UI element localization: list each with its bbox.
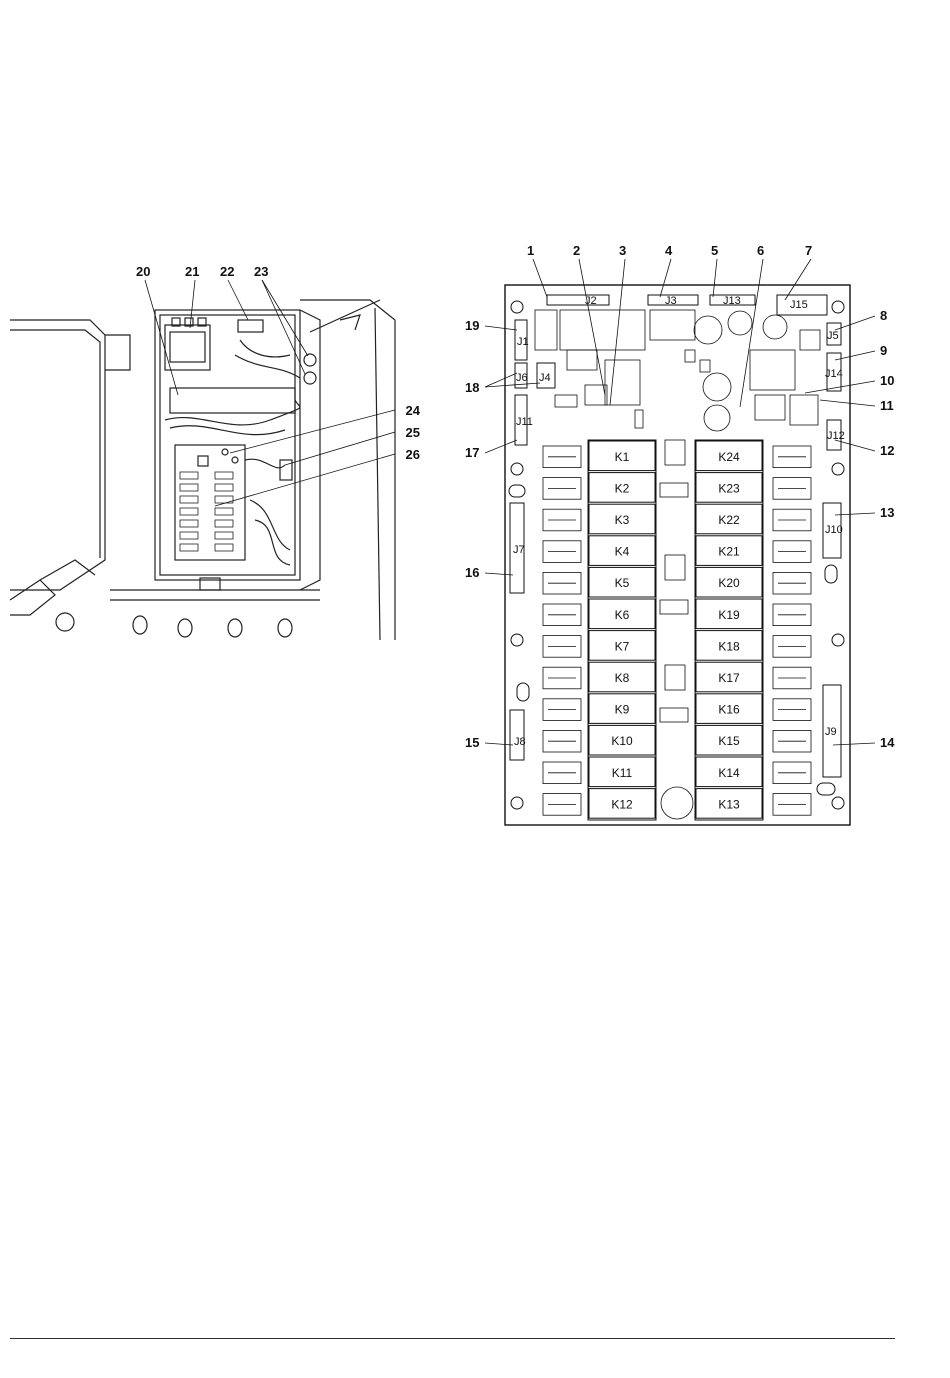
relay-label: K4 [615, 545, 630, 559]
label-j9: J9 [825, 726, 837, 738]
relay-label: K23 [718, 481, 740, 495]
relay-label: K19 [718, 608, 740, 622]
callout-14: 14 [880, 735, 895, 750]
callout-25: 25 [406, 425, 420, 440]
label-j14: J14 [825, 368, 843, 380]
cabinet-illustration: 20 21 22 23 24 25 26 [0, 260, 420, 650]
label-j3: J3 [665, 295, 677, 307]
relay-label: K17 [718, 671, 740, 685]
callout-15: 15 [465, 735, 479, 750]
callout-21: 21 [185, 264, 199, 279]
callout-7: 7 [805, 243, 812, 258]
board-leader-lines [485, 259, 875, 745]
relay-label: K14 [718, 766, 740, 780]
callout-26: 26 [406, 447, 420, 462]
relay-label: K24 [718, 450, 740, 464]
relay-label: K5 [615, 576, 630, 590]
callout-24: 24 [406, 403, 420, 418]
relay-label: K7 [615, 639, 630, 653]
connector-j8 [510, 710, 524, 760]
label-j1: J1 [517, 336, 529, 348]
callout-11: 11 [880, 398, 894, 413]
callout-1: 1 [527, 243, 534, 258]
callout-13: 13 [880, 505, 894, 520]
relay-label: K6 [615, 608, 630, 622]
relay-label: K22 [718, 513, 740, 527]
relay-label: K9 [615, 703, 630, 717]
callout-9: 9 [880, 343, 887, 358]
logic-components [535, 310, 820, 431]
relay-label: K8 [615, 671, 630, 685]
relay-sockets [543, 446, 811, 815]
relay-label: K3 [615, 513, 630, 527]
relay-label: K2 [615, 481, 630, 495]
label-j7: J7 [513, 544, 525, 556]
center-components [660, 440, 693, 819]
relay-label: K15 [718, 734, 740, 748]
relay-label: K11 [612, 766, 633, 780]
relay-board-diagram: J2 J3 J13 J15 J1 J6 J4 J11 J5 J14 J12 J1… [455, 235, 925, 835]
relay-label: K18 [718, 639, 740, 653]
connector-j2 [547, 295, 609, 305]
callout-5: 5 [711, 243, 718, 258]
label-j6: J6 [516, 372, 528, 384]
callout-17: 17 [465, 445, 479, 460]
callout-4: 4 [665, 243, 673, 258]
label-j13: J13 [723, 295, 741, 307]
callout-12: 12 [880, 443, 894, 458]
callout-16: 16 [465, 565, 479, 580]
relay-label: K1 [615, 450, 630, 464]
callout-3: 3 [619, 243, 626, 258]
callout-10: 10 [880, 373, 894, 388]
label-j8: J8 [514, 736, 526, 748]
relay-label: K20 [718, 576, 740, 590]
callout-22: 22 [220, 264, 234, 279]
callout-18: 18 [465, 380, 479, 395]
label-j5: J5 [827, 330, 839, 342]
label-j11: J11 [516, 416, 533, 428]
footer-rule [10, 1338, 895, 1339]
callout-23: 23 [254, 264, 268, 279]
relay-label: K21 [718, 545, 740, 559]
relay-label: K16 [718, 703, 740, 717]
relay-label: K12 [611, 797, 633, 811]
relay-label: K13 [718, 797, 740, 811]
relay-label: K10 [611, 734, 633, 748]
callout-6: 6 [757, 243, 764, 258]
callout-20: 20 [136, 264, 150, 279]
callout-8: 8 [880, 308, 887, 323]
label-j15: J15 [790, 299, 808, 311]
label-j4: J4 [539, 372, 551, 384]
label-j10: J10 [825, 524, 843, 536]
callout-19: 19 [465, 318, 479, 333]
callout-2: 2 [573, 243, 580, 258]
